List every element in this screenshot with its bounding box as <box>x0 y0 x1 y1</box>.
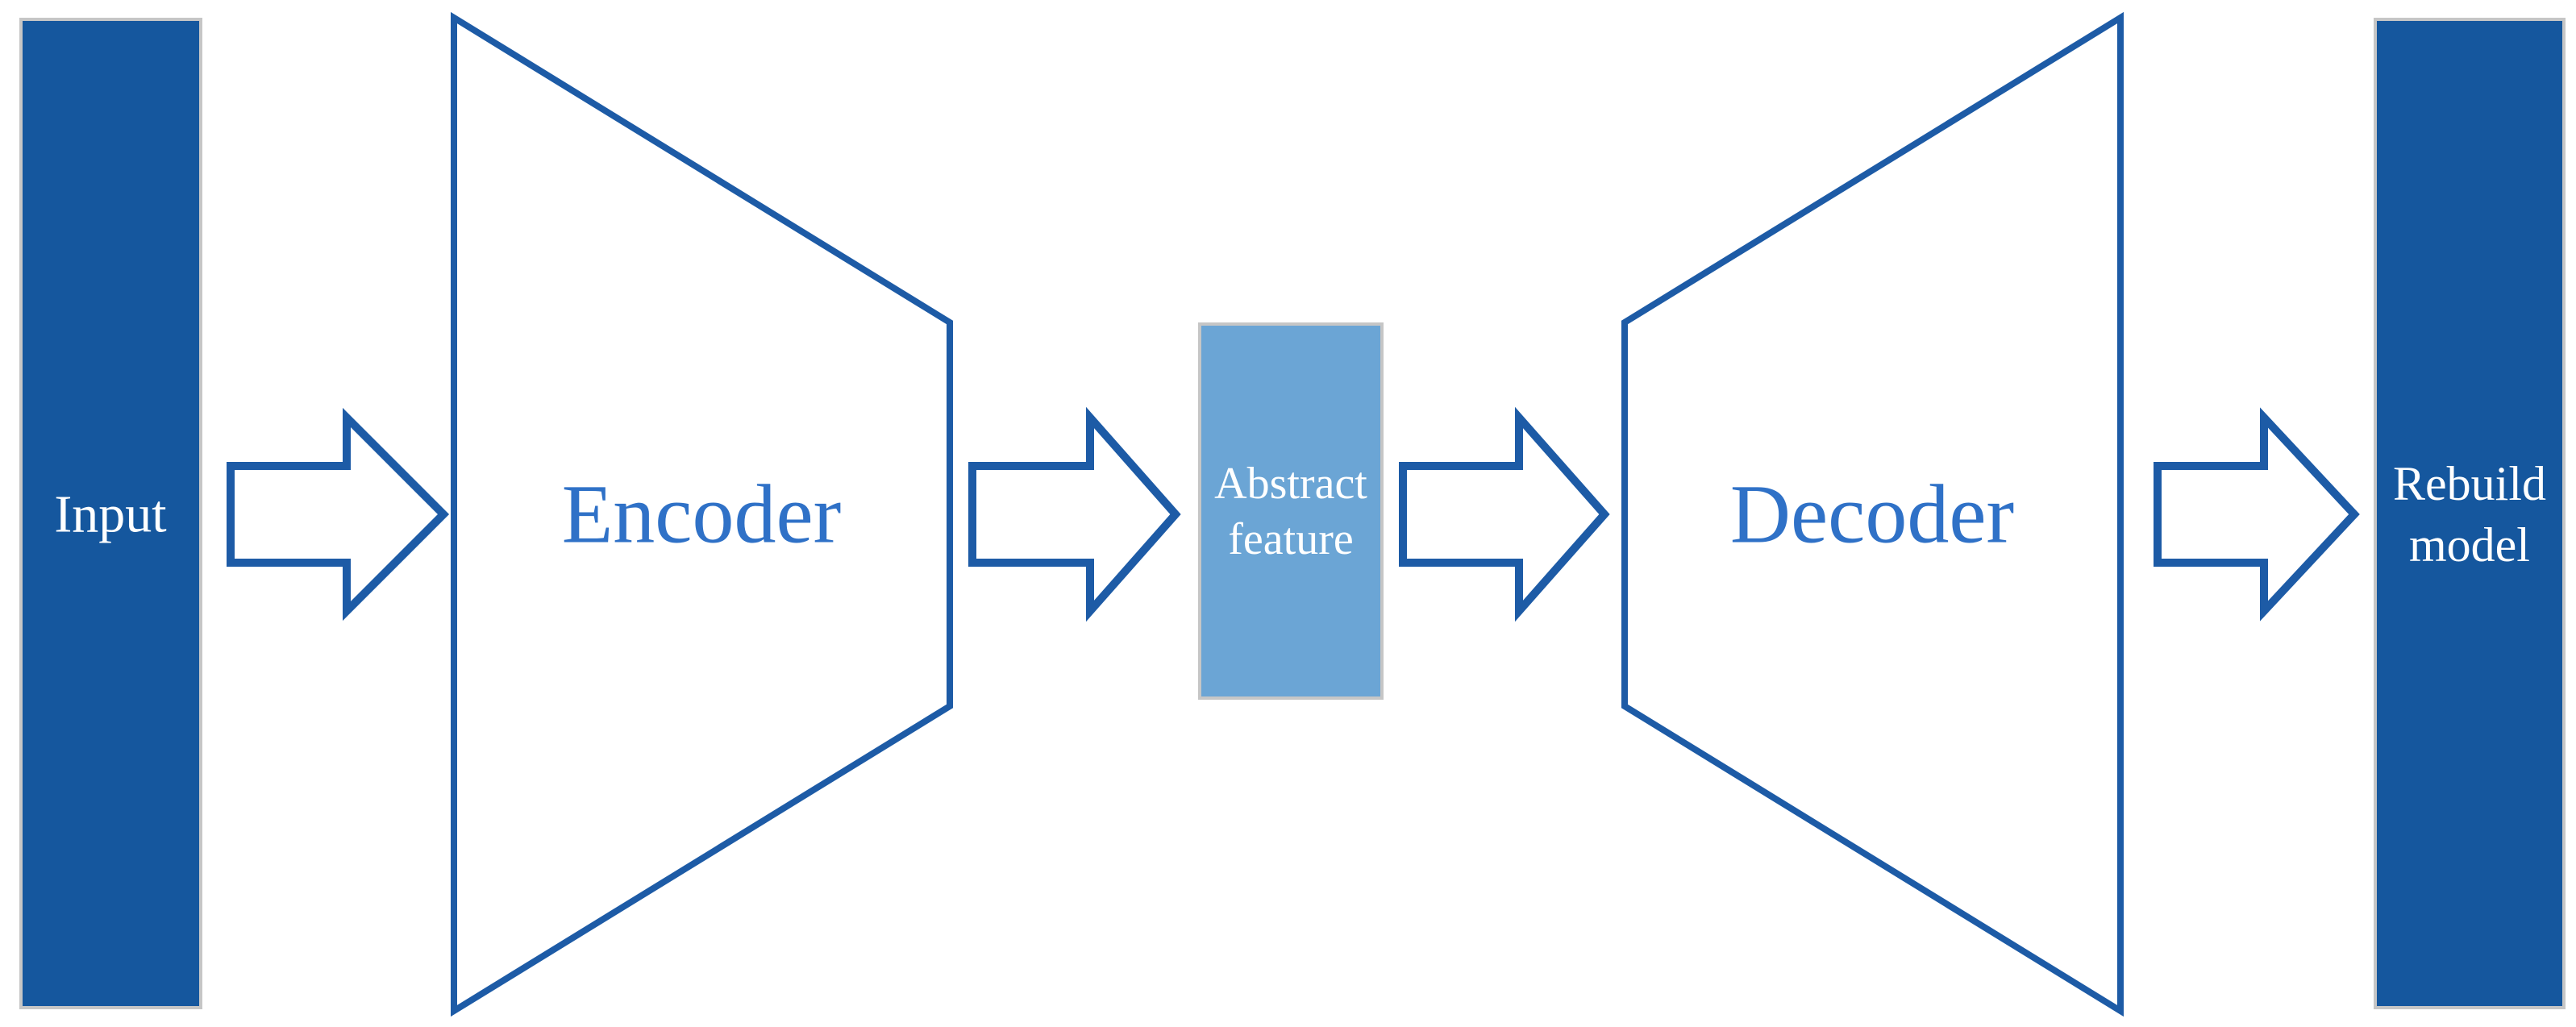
abstract-feature-label-line2: feature <box>1228 514 1353 564</box>
rebuild-model-label-line1: Rebuild <box>2393 457 2546 510</box>
encoder-trapezoid <box>451 11 953 1017</box>
flow-arrow-4-icon <box>2154 407 2360 622</box>
abstract-feature-box <box>1198 322 1384 700</box>
decoder-label: Decoder <box>1730 468 2014 561</box>
encoder-label: Encoder <box>562 468 841 561</box>
flow-arrow-1-icon <box>227 407 450 622</box>
input-label: Input <box>54 485 166 544</box>
rebuild-model-box <box>2374 18 2566 1009</box>
input-box <box>19 18 202 1009</box>
flow-arrow-3-icon <box>1399 406 1610 622</box>
decoder-trapezoid <box>1621 11 2124 1017</box>
abstract-feature-label-line1: Abstract <box>1214 459 1367 509</box>
flow-arrow-2-icon <box>968 406 1181 622</box>
rebuild-model-label-line2: model <box>2409 518 2530 572</box>
